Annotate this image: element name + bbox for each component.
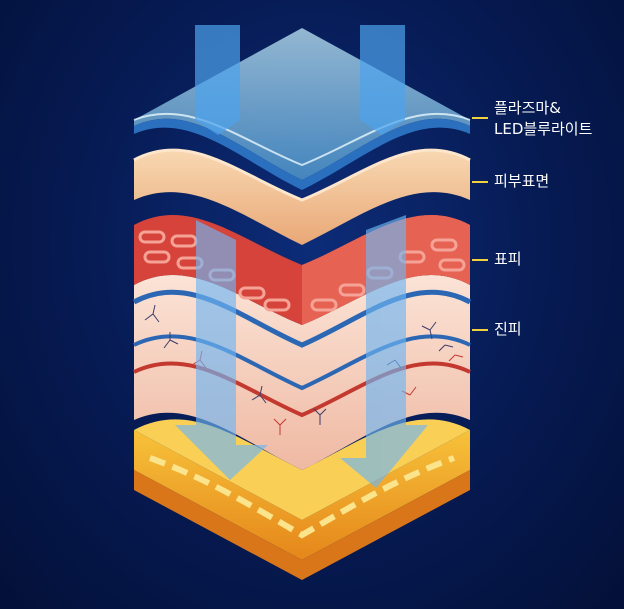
label-skin-surface: 피부표면 <box>494 172 550 190</box>
epidermis-leader-line <box>472 259 488 261</box>
label-epidermis: 표피 <box>494 250 522 268</box>
dermis-leader-line <box>472 329 488 331</box>
plasma-layer <box>133 28 471 190</box>
label-plasma-line2: LED블루라이트 <box>494 120 593 138</box>
skin-surface-layer <box>133 148 471 245</box>
light-arrow-down-icon <box>195 25 405 135</box>
skin-surface-leader-line <box>472 181 488 183</box>
light-arrow-down-icon <box>175 215 428 488</box>
label-dermis: 진피 <box>494 320 522 338</box>
label-plasma-line1: 플라즈마& <box>494 99 561 117</box>
plasma-leader-line <box>472 117 488 119</box>
